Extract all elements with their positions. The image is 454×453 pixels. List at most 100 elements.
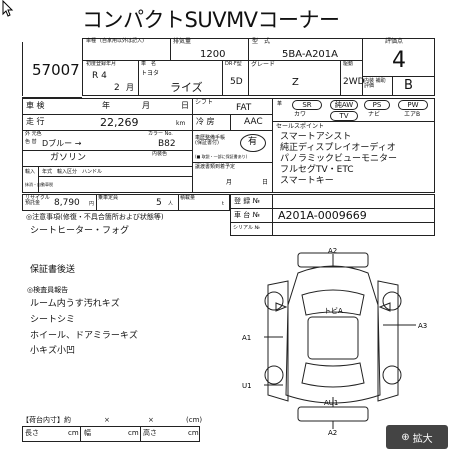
color-outer-label: 外 元色 [25, 131, 42, 137]
record-circle [240, 134, 266, 152]
deadline-month: 月 [226, 179, 233, 186]
mark-u1: U1 [242, 382, 252, 390]
year-label: 年 [102, 101, 110, 110]
sales-point-item: フルセグTV・ETC [280, 165, 354, 175]
sales-points-label: セールスポイント [276, 123, 325, 130]
type-label: 車種 [86, 38, 97, 44]
car-name: ライズ [170, 81, 203, 94]
equip-navi: ナビ [368, 111, 381, 118]
grade-label: グレード [251, 61, 276, 68]
model-value: 5BA-A201A [282, 49, 339, 60]
fuel-value: ガソリン [50, 153, 87, 163]
doors-value: 5D [230, 77, 243, 87]
lot-box [22, 42, 82, 96]
first-reg-month-unit: 月 [126, 83, 134, 92]
page-title: コンパクトSUVMVコーナー [82, 8, 340, 32]
capacity-value: 5 [156, 198, 162, 208]
color-code-label: カラー No. [148, 131, 173, 137]
serial-label: シリアル № [233, 225, 260, 231]
model-label: 型 式 [252, 38, 271, 45]
import-label: 輸入 [25, 169, 36, 175]
mileage-label: 走 行 [26, 117, 45, 126]
interior-value: B [404, 78, 413, 93]
first-reg-label: 初度登録年月 [86, 61, 117, 67]
equip-tv: TV [330, 111, 358, 121]
lot-number: 57007 [32, 61, 80, 79]
recycle-value: 8,790 [54, 198, 80, 208]
equip-kawa: カワ [294, 111, 307, 118]
displacement-value: 1200 [200, 49, 226, 60]
mark-a2-front: A2 [328, 247, 337, 255]
cargo-table [22, 426, 200, 442]
interior-color-label: 内装色 [152, 151, 168, 157]
recycle-label: リサイクル 預託金 [25, 195, 50, 206]
zoom-button-label: 拡大 [412, 433, 433, 445]
interior-label: 内装 補助評価 [364, 78, 386, 89]
mileage-value: 22,269 [100, 116, 139, 129]
length-unit: cm [68, 429, 79, 437]
mileage-unit: km [176, 120, 186, 127]
displacement-label: 排気量 [173, 38, 192, 45]
equip-sr: SR [292, 100, 322, 110]
zoom-button[interactable]: ⊕ 拡大 [386, 425, 448, 449]
drive-label: 駆動 [343, 61, 354, 67]
mark-a1: A1 [242, 334, 251, 342]
grade-value: Z [292, 77, 299, 88]
aircon-value: AAC [244, 117, 263, 127]
shift-label: シフト [195, 99, 214, 106]
inspector-report: ルーム内うす汚れキズ [30, 299, 120, 309]
mark-a3: A3 [418, 322, 427, 330]
record-value: 有 [248, 137, 258, 147]
header-grid [82, 38, 435, 96]
day-label: 日 [181, 101, 189, 110]
aircon-label: 冷 房 [196, 117, 215, 126]
load-unit: t [222, 201, 224, 207]
mark-tobi-a: トビA [324, 306, 343, 315]
handle-label: 年式 輸入区分 ハンドル [42, 169, 103, 175]
inspection-label: 車 検 [26, 101, 45, 110]
sales-point-item: パノラミックビューモニター [280, 154, 398, 164]
mouse-cursor-icon [2, 0, 14, 17]
regno-label: 登 録 № [234, 197, 260, 205]
inspector-label: ◎検査員報告 [27, 286, 69, 294]
chassis-label: 車 台 № [234, 211, 260, 219]
car-damage-diagram: A2 A3 A1 U1 AU1 A2 トビA [242, 247, 427, 435]
load-label: 積載量 [180, 195, 196, 201]
width-label: 幅 [84, 429, 91, 437]
car-name-label: 車 名 [141, 61, 157, 67]
mark-a2-rear: A2 [328, 429, 337, 435]
sales-point-item: スマートキー [280, 176, 334, 186]
cargo-cm: (cm) [186, 416, 203, 424]
length-label: 長さ [25, 429, 39, 437]
mark-au1: AU1 [324, 399, 338, 407]
registration-table [230, 194, 435, 236]
height-label: 高さ [143, 429, 157, 437]
capacity-label: 乗車定員 [98, 195, 119, 201]
zoom-icon: ⊕ [401, 431, 410, 443]
equip-leather: 革 [277, 101, 283, 107]
first-reg-month: 2 [114, 83, 120, 93]
reg-expiry-label: 抹消・自動車税 [25, 182, 53, 187]
sales-point-item: スマートアシスト [280, 132, 352, 142]
cargo-label: 【荷台内寸】約 [22, 416, 71, 424]
first-reg-year: R 4 [92, 71, 107, 81]
drive-value: 2WD [343, 77, 365, 87]
record-note: (■ 取説・一部に保証書あり) [195, 154, 248, 159]
equip-aw: 純AW [330, 100, 358, 110]
shift-value: FAT [236, 103, 252, 113]
deadline-label: 譲渡書類到着予定 [195, 164, 236, 170]
deadline-day: 日 [262, 179, 269, 186]
inspector-report: ホイール、ドアミラーキズ [30, 331, 138, 341]
equip-airbag: エアB [404, 111, 421, 118]
equip-pw: PW [398, 100, 428, 110]
cargo-x1: × [104, 416, 110, 424]
cargo-x2: × [148, 416, 154, 424]
score-value: 4 [392, 48, 406, 73]
color-value: Dブルー → [42, 139, 82, 148]
recycle-unit: 円 [89, 201, 95, 207]
month-label: 月 [142, 101, 150, 110]
warranty-note: 保証書後送 [30, 265, 76, 275]
inspection-table [22, 98, 435, 193]
capacity-unit: 人 [168, 201, 174, 207]
equip-ps: PS [364, 100, 390, 110]
